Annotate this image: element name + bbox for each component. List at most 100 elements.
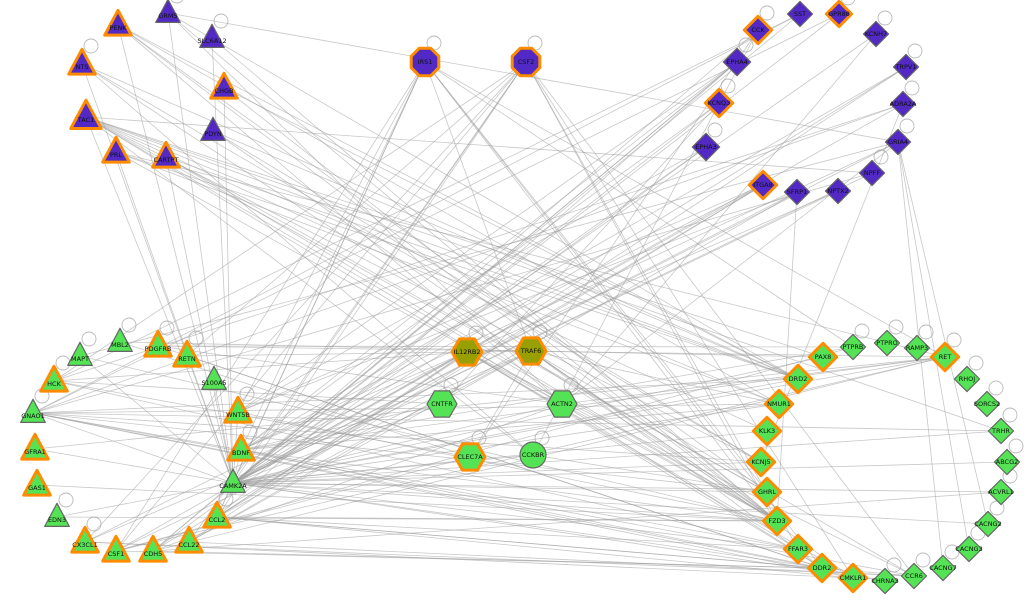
diamond-shape xyxy=(786,0,814,28)
node-KLK3[interactable]: KLK3 xyxy=(751,415,783,447)
node-GAS1[interactable]: GAS1 xyxy=(22,468,52,497)
self-loop-GPR88 xyxy=(840,0,856,6)
node-SST[interactable]: SST xyxy=(786,0,814,28)
edge-BDNF-FZD3 xyxy=(240,449,778,522)
diamond-shape xyxy=(806,552,838,584)
edge-SST-CAMK2A xyxy=(232,13,801,484)
triangle-shape xyxy=(174,525,204,554)
edge-GNAO1-TRHR xyxy=(32,412,1002,432)
edge-CSF2-HCK xyxy=(53,61,527,382)
node-NMUR1[interactable]: NMUR1 xyxy=(763,388,795,420)
edge-NPFF-CAMK2A xyxy=(232,172,873,484)
node-PDYN[interactable]: PDYN xyxy=(200,116,226,141)
edge-CSF2-CMKLR1 xyxy=(525,61,854,579)
node-CMKLR1[interactable]: CMKLR1 xyxy=(837,562,869,594)
edge-CAMK2A-GFRA1 xyxy=(34,448,234,484)
edge-KCNQ3-CAMK2A xyxy=(232,102,720,484)
edge-TAC1-TRHR xyxy=(85,116,1002,432)
edge-GRM5-DRD2 xyxy=(167,12,799,380)
edge-TAC1-NMUR1 xyxy=(85,116,780,405)
hexagon-shape xyxy=(546,390,578,418)
edge-GRM5-GRIA4 xyxy=(167,12,899,143)
triangle-shape xyxy=(151,140,181,169)
self-loop-ADRA2A xyxy=(904,80,920,96)
node-CLEC7A[interactable]: CLEC7A xyxy=(453,442,487,472)
edge-GRIA4-CACNG3 xyxy=(897,141,970,550)
node-IRS1[interactable]: IRS1 xyxy=(409,46,441,78)
diamond-shape xyxy=(953,365,981,393)
edge-IL12RB2-CCL2 xyxy=(216,351,468,518)
hexagon-shape xyxy=(450,337,484,367)
triangle-shape xyxy=(143,329,173,358)
self-loop-RETN xyxy=(188,330,204,346)
diamond-shape xyxy=(691,132,721,162)
node-PENK[interactable]: PENK xyxy=(103,8,133,37)
self-loop-RET xyxy=(946,332,962,348)
node-KCNJ5[interactable]: KCNJ5 xyxy=(745,446,777,478)
triangle-shape xyxy=(202,500,232,529)
edge-IL12RB2-CCR6 xyxy=(466,351,915,577)
node-GFRA1[interactable]: GFRA1 xyxy=(20,432,50,461)
hexagon-shape xyxy=(453,442,487,472)
node-DRD2[interactable]: DRD2 xyxy=(782,363,814,395)
self-loop-SLC6A12 xyxy=(213,13,229,29)
octagon-shape xyxy=(510,46,542,78)
triangle-shape xyxy=(69,98,103,130)
self-loop-TRHR xyxy=(1002,407,1018,423)
edge-CAMK2A-FZD3 xyxy=(232,482,778,522)
diamond-shape xyxy=(782,363,814,395)
self-loop-CNTFR xyxy=(443,377,459,393)
edge-NTS-KCNJ5 xyxy=(81,63,762,463)
node-ITGA8[interactable]: ITGA8 xyxy=(747,169,779,201)
self-loop-EPHA3 xyxy=(707,122,723,138)
edge-NTS-FZD3 xyxy=(81,63,778,522)
diamond-shape xyxy=(703,87,735,119)
edge-CHGB-FZD3 xyxy=(223,87,778,522)
edge-GRIA4-ACTN2 xyxy=(561,141,899,405)
diamond-shape xyxy=(900,562,928,590)
edge-CX3CL1-CMKLR1 xyxy=(84,541,854,579)
triangle-shape xyxy=(101,534,131,563)
triangle-shape xyxy=(39,364,69,393)
diamond-shape xyxy=(763,388,795,420)
edge-TAC1-PAX8 xyxy=(85,116,824,358)
edge-IRS1-GHRL xyxy=(424,61,768,493)
edge-CAMK2A-ACVRL1 xyxy=(232,482,1002,493)
node-TRAF6[interactable]: TRAF6 xyxy=(514,336,548,366)
node-CCKBR[interactable]: CCKBR xyxy=(519,441,547,469)
edge-SFRP1-WNT5B xyxy=(237,191,798,413)
edge-IRS1-DDR2 xyxy=(424,61,823,569)
node-CHGB[interactable]: CHGB xyxy=(209,71,239,100)
node-SFRP1[interactable]: SFRP1 xyxy=(783,178,811,206)
edge-CCL2-DDR2 xyxy=(216,516,823,569)
edge-GNAO1-KCNJ5 xyxy=(32,412,762,463)
self-loop-MBL2 xyxy=(121,317,137,333)
self-loop-CACNG7 xyxy=(944,544,960,560)
edge-CSF1-PTPRB xyxy=(115,346,854,552)
diamond-shape xyxy=(892,53,920,81)
edge-TAC1-NPFF xyxy=(85,116,873,174)
edge-CARTPT-GHRL xyxy=(165,156,768,493)
diamond-shape xyxy=(987,478,1015,506)
edge-TRAF6-CX3CL1 xyxy=(84,350,532,543)
self-loop-BDNF xyxy=(242,424,258,440)
edge-TAC1-CAMK2A xyxy=(85,116,234,484)
node-IL12RB2[interactable]: IL12RB2 xyxy=(450,337,484,367)
diamond-shape xyxy=(987,417,1015,445)
edge-CSF2-CX3CL1 xyxy=(84,61,527,543)
node-GHRL[interactable]: GHRL xyxy=(751,476,783,508)
edge-TRAF6-FZD3 xyxy=(530,350,778,522)
edge-CX3CL1-CCR6 xyxy=(84,541,915,577)
node-DDR2[interactable]: DDR2 xyxy=(806,552,838,584)
diamond-shape xyxy=(903,334,931,362)
edge-CAMK2A-CDH5 xyxy=(152,482,234,552)
edges-layer xyxy=(32,12,1008,582)
edge-CSF2-FZD3 xyxy=(525,61,778,522)
edge-CAMK2A-KLK3 xyxy=(232,430,768,484)
self-loop-MAPT xyxy=(81,331,97,347)
node-CSF2[interactable]: CSF2 xyxy=(510,46,542,78)
self-loop-RAMP3 xyxy=(918,324,934,340)
triangle-shape xyxy=(201,365,227,390)
